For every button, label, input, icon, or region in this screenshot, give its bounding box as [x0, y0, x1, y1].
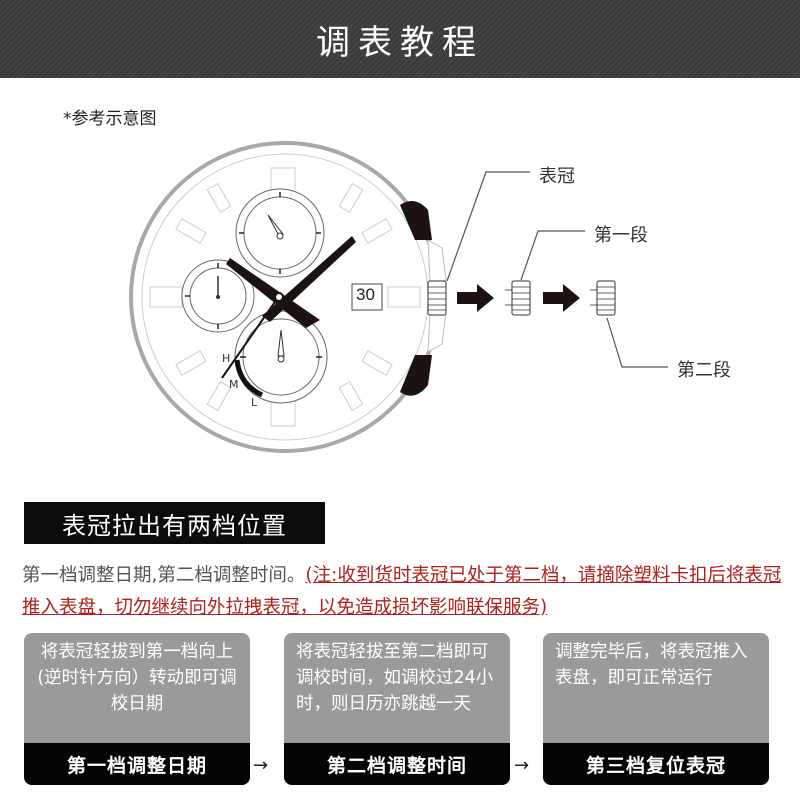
step-card-1: 将表冠轻拔到第一档向上(逆时针方向）转动即可调校日期 第一档调整日期	[24, 633, 250, 785]
page-header: 调表教程	[0, 0, 800, 78]
page-title: 调表教程	[316, 22, 484, 63]
watch-diagram: 30 表冠 第一段 第二段 H M L	[0, 130, 800, 460]
reference-note: *参考示意图	[63, 109, 157, 129]
warning-note: (注:收到货时表冠已处于第二档，请摘除塑料卡扣后将表冠推入表盘，切勿继续向外拉拽…	[22, 565, 782, 618]
arrow-right-icon	[543, 284, 580, 312]
position-2-label: 第二段	[677, 360, 731, 381]
arrow-right-icon	[457, 284, 494, 312]
step-1-title: 第一档调整日期	[24, 743, 250, 785]
step-3-body: 调整完毕后，将表冠推入表盘，即可正常运行	[555, 642, 748, 688]
flow-arrow-icon: →	[253, 755, 269, 776]
gauge-label-l: L	[251, 396, 258, 409]
step-3-title: 第三档复位表冠	[543, 743, 769, 785]
gauge-label-m: M	[229, 378, 239, 391]
description: 第一档调整日期,第二档调整时间。(注:收到货时表冠已处于第二档，请摘除塑料卡扣后…	[22, 560, 792, 624]
position-1-label: 第一段	[594, 225, 648, 246]
flow-arrow-icon: →	[514, 755, 530, 776]
date-window-value: 30	[356, 285, 375, 304]
step-card-2: 将表冠轻拔至第二档即可调校时间，如调校过24小时，则日历亦跳越一天 第二档调整时…	[284, 633, 510, 785]
description-text: 第一档调整日期,第二档调整时间。	[22, 565, 306, 586]
watch-illustration	[129, 141, 668, 453]
gauge-label-h: H	[222, 352, 231, 365]
step-2-title: 第二档调整时间	[284, 743, 510, 785]
section-title: 表冠拉出有两档位置	[24, 502, 325, 544]
step-2-body: 将表冠轻拔至第二档即可调校时间，如调校过24小时，则日历亦跳越一天	[296, 642, 494, 714]
crown-label: 表冠	[539, 166, 575, 187]
step-1-body: 将表冠轻拔到第一档向上(逆时针方向）转动即可调校日期	[37, 642, 237, 714]
step-card-3: 调整完毕后，将表冠推入表盘，即可正常运行 第三档复位表冠	[543, 633, 769, 785]
